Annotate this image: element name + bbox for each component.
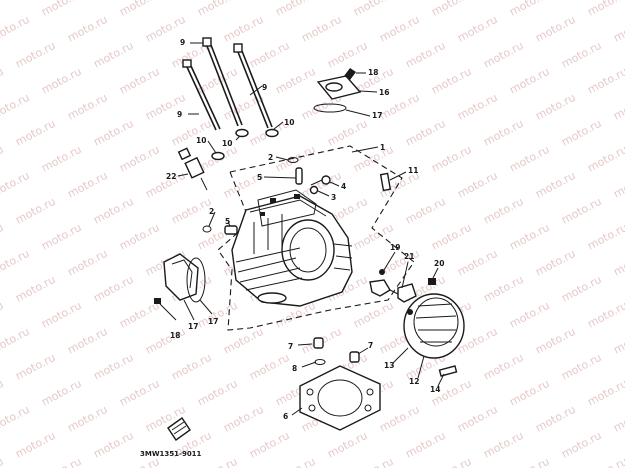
part-label-9: 9 — [180, 38, 185, 47]
part-label-5: 5 — [225, 217, 230, 226]
o-ring — [202, 225, 212, 233]
part-label-21: 21 — [404, 252, 414, 261]
top-cover — [313, 68, 362, 113]
part-label-4: 3 — [331, 193, 336, 202]
leader-lines — [159, 42, 445, 416]
head-gasket — [299, 365, 381, 431]
part-label-13: 13 — [384, 361, 394, 370]
bolt-20 — [428, 278, 436, 285]
part-label-6: 6 — [283, 412, 288, 421]
long-bolt-left — [182, 59, 221, 131]
part-label-22: 22 — [166, 172, 176, 181]
watermark-text: moto.ru — [0, 455, 6, 468]
bolt-11 — [379, 172, 392, 192]
part-label-1: 1 — [380, 143, 385, 152]
o-ring — [314, 359, 326, 365]
cylinder-head — [231, 189, 353, 307]
part-label-18: 18 — [170, 331, 180, 340]
part-label-16: 17 — [188, 322, 198, 331]
part-labels: 9 9 9 10 10 10 22 1 18 16 17 2 5 4 3 11 … — [166, 38, 444, 421]
spark-plug — [177, 147, 208, 191]
bolt-14 — [438, 365, 458, 377]
dowel-pin — [295, 167, 303, 185]
dowel-pin — [224, 225, 238, 235]
part-label-20: 20 — [434, 259, 444, 268]
part-label-9: 9 — [177, 110, 182, 119]
part-label-7: 7 — [368, 341, 373, 350]
part-label-2: 2 — [209, 207, 214, 216]
part-label-18: 18 — [368, 68, 378, 77]
tensioner-bracket — [369, 269, 417, 303]
washer — [235, 128, 249, 138]
dowel-collar — [349, 351, 360, 363]
long-bolt-right — [233, 43, 273, 129]
assembly-boundary — [217, 145, 415, 331]
front-direction-icon — [167, 417, 191, 441]
part-label-11: 11 — [408, 166, 418, 175]
left-side-cover — [163, 253, 206, 303]
part-label-17: 17 — [372, 111, 382, 120]
part-label-19: 19 — [390, 243, 400, 252]
part-label-9: 9 — [262, 83, 267, 92]
dowel-collar — [313, 337, 324, 349]
part-label-10: 10 — [196, 136, 206, 145]
right-side-cover — [403, 293, 465, 359]
bolt-18 — [154, 298, 161, 304]
long-bolt-middle — [202, 37, 243, 127]
part-label-12: 12 — [409, 377, 419, 386]
reference-code: 3MW1351-9011 — [140, 450, 202, 458]
bolt-4 — [309, 185, 319, 195]
bolt-3 — [310, 175, 331, 186]
part-label-10: 10 — [222, 139, 232, 148]
part-label-2: 2 — [268, 153, 273, 162]
part-label-14: 14 — [430, 385, 440, 394]
part-label-8: 8 — [292, 364, 297, 373]
part-label-5: 5 — [257, 173, 262, 182]
washer — [211, 151, 225, 161]
part-label-17: 17 — [208, 317, 218, 326]
part-label-15: 16 — [379, 88, 389, 97]
part-label-10: 10 — [284, 118, 294, 127]
part-label-3: 4 — [341, 182, 346, 191]
part-label-7: 7 — [288, 342, 293, 351]
washer — [265, 128, 279, 138]
